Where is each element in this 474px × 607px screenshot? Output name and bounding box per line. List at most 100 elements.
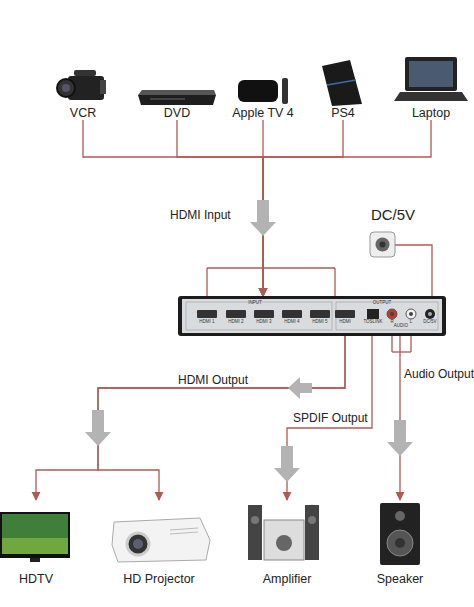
hdmi-port bbox=[197, 310, 217, 318]
projector-body bbox=[112, 518, 210, 562]
hdmi-port bbox=[254, 310, 274, 318]
edge-label: Audio Output bbox=[404, 367, 474, 381]
port-label: L bbox=[410, 319, 413, 324]
adapter-plate bbox=[370, 232, 395, 257]
projector-lens bbox=[127, 533, 149, 555]
signal-connector bbox=[263, 120, 343, 296]
power-cable bbox=[395, 244, 428, 245]
speaker-woofer bbox=[387, 530, 413, 556]
device-node: Apple TV 4 bbox=[228, 72, 298, 120]
output-group-outline bbox=[336, 302, 438, 330]
block-arrow bbox=[85, 410, 111, 446]
laptop-base bbox=[394, 92, 468, 101]
bracket-line bbox=[334, 268, 335, 296]
speaker-cabinet bbox=[380, 503, 420, 565]
rca-pin bbox=[390, 312, 394, 316]
amplifier-knob bbox=[276, 535, 292, 551]
hdmi-switch-body bbox=[178, 296, 446, 336]
projector-vent bbox=[170, 532, 198, 534]
flow-arrows bbox=[85, 200, 413, 482]
apple-tv-icon bbox=[238, 78, 288, 104]
port-label: HDMI 2 bbox=[228, 319, 243, 324]
projector-icon bbox=[112, 518, 210, 562]
block-arrow bbox=[387, 420, 413, 456]
ps4-icon bbox=[322, 60, 362, 106]
dvd-player-icon bbox=[138, 90, 216, 105]
device-label: DC/5V bbox=[371, 206, 415, 224]
device-node: HD Projector bbox=[100, 500, 218, 586]
block-arrow bbox=[274, 446, 300, 482]
tv-screen-sky bbox=[2, 514, 68, 538]
adapter-socket bbox=[376, 238, 390, 252]
edge-label: HDMI Output bbox=[178, 373, 248, 387]
bracket-line bbox=[207, 267, 335, 268]
signal-connector bbox=[83, 120, 263, 296]
block-arrow bbox=[288, 377, 312, 399]
tower-speaker bbox=[248, 505, 262, 560]
signal-connector bbox=[287, 336, 372, 500]
dvd-front bbox=[138, 95, 216, 105]
signal-connector bbox=[399, 336, 400, 500]
bracket-line bbox=[410, 336, 411, 352]
power-adapter-icon bbox=[370, 232, 428, 257]
device-label: Amplifier bbox=[263, 572, 312, 586]
camcorder-glass bbox=[62, 84, 70, 92]
amplifier-unit bbox=[264, 520, 304, 560]
tv-frame bbox=[0, 512, 70, 558]
device-node: PS4 bbox=[315, 58, 371, 120]
camcorder-icon bbox=[57, 70, 106, 100]
dvd-tray bbox=[150, 99, 185, 100]
rca-port bbox=[406, 309, 416, 319]
port-label: OUTPUT bbox=[373, 300, 392, 305]
port-label: AUDIO bbox=[394, 323, 408, 328]
port-label: INPUT bbox=[248, 300, 262, 305]
port-label: HDMI 5 bbox=[312, 319, 327, 324]
adapter-pin bbox=[380, 242, 386, 248]
port-label: HDMI 4 bbox=[284, 319, 299, 324]
port-label: HDMI bbox=[339, 319, 351, 324]
block-arrow bbox=[250, 200, 276, 236]
audio-bracket bbox=[392, 336, 411, 352]
rca-pin bbox=[409, 312, 413, 316]
device-node: Laptop bbox=[394, 52, 468, 120]
device-node: Speaker bbox=[360, 500, 440, 586]
hdmi-port bbox=[226, 310, 246, 318]
device-label: Laptop bbox=[412, 106, 450, 120]
device-label: PS4 bbox=[331, 106, 355, 120]
device-label: VCR bbox=[70, 106, 96, 120]
device-node: DC/5V bbox=[358, 206, 428, 260]
signal-connector bbox=[428, 245, 432, 296]
hdmi-port bbox=[335, 310, 355, 318]
switch-panel bbox=[182, 299, 442, 333]
switch-casing bbox=[178, 296, 446, 336]
port-label: TOSLINK bbox=[363, 319, 382, 324]
port-label: HDMI 1 bbox=[199, 319, 214, 324]
input-group-outline bbox=[186, 302, 332, 330]
rca-port bbox=[387, 309, 397, 319]
projector-vent bbox=[170, 528, 198, 530]
bracket-line bbox=[206, 268, 207, 296]
speaker-icon bbox=[380, 503, 420, 565]
speaker-tweeter bbox=[395, 511, 405, 521]
port-label: R bbox=[390, 319, 393, 324]
hdmi-port bbox=[282, 310, 302, 318]
device-node: VCR bbox=[55, 60, 111, 120]
signal-connector bbox=[263, 120, 431, 296]
ps4-light bbox=[327, 80, 356, 85]
toslink-port bbox=[367, 309, 379, 319]
bracket-line bbox=[391, 336, 392, 352]
port-label: HDMI 3 bbox=[256, 319, 271, 324]
camcorder-screen bbox=[100, 80, 106, 94]
tv-screen-grass bbox=[2, 538, 68, 554]
laptop-lid bbox=[405, 57, 457, 91]
apple-tv-remote bbox=[282, 78, 288, 104]
tv-stand bbox=[30, 558, 40, 562]
device-label: HDTV bbox=[19, 572, 53, 586]
device-label: DVD bbox=[164, 106, 190, 120]
device-label: HD Projector bbox=[123, 572, 195, 586]
device-node: HDTV bbox=[0, 500, 72, 586]
camcorder-lens bbox=[57, 79, 75, 97]
device-node: DVD bbox=[135, 85, 219, 120]
